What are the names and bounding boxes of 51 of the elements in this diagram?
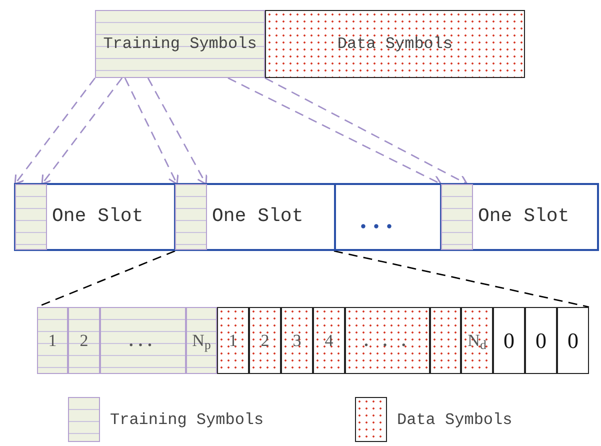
slot-box [440, 183, 599, 251]
training-symbol-block [174, 184, 206, 250]
training-symbol-block [95, 10, 265, 78]
zero-padding-cell [525, 307, 557, 374]
data-symbol-block [265, 10, 525, 78]
training-symbol-block [186, 307, 217, 374]
symbol-index: 3 [292, 332, 302, 349]
symbol-index: ... [128, 332, 158, 349]
block-label: Data Symbols [337, 36, 453, 52]
arrow [124, 78, 179, 185]
arrow [14, 78, 96, 185]
slot-box [334, 183, 442, 251]
training-symbol-block [14, 184, 46, 250]
symbol-index: . . . [364, 332, 411, 349]
slot-box [174, 183, 336, 251]
data-symbol-block [345, 307, 430, 374]
slot-label: One Slot [478, 207, 570, 226]
symbol-index: N$_{d}$ [468, 332, 486, 349]
arrow [147, 78, 208, 185]
slot-box [14, 183, 176, 251]
data-symbol-block [430, 307, 461, 374]
data-symbol-block [281, 307, 313, 374]
symbol-row [37, 307, 589, 374]
block-label: Training Symbols [103, 36, 257, 52]
slot-label: One Slot [212, 207, 304, 226]
data-symbol-block [217, 307, 249, 374]
data-symbol-block [461, 307, 493, 374]
data-symbol-block [249, 307, 281, 374]
zero-padding-cell [557, 307, 589, 374]
zero-padding-cell [493, 307, 525, 374]
training-symbol-block [37, 307, 68, 374]
symbol-index: 0 [504, 330, 514, 352]
arrow [228, 77, 442, 186]
symbol-index: 0 [536, 330, 546, 352]
legend-label: Data Symbols [397, 410, 512, 430]
symbol-index: 1 [48, 332, 57, 349]
symbol-index: 2 [80, 332, 88, 349]
data-symbol-block [313, 307, 345, 374]
training-symbol-block [100, 307, 186, 374]
symbol-index: 2 [260, 332, 270, 349]
training-symbol-block [440, 184, 472, 250]
symbol-index: 1 [228, 332, 238, 349]
symbol-index: 0 [568, 330, 578, 352]
zoom-line [334, 250, 590, 308]
arrow [264, 77, 468, 186]
arrow [41, 78, 123, 185]
slot-label: One Slot [52, 207, 144, 226]
legend-label: Training Symbols [110, 410, 264, 430]
training-symbol-block [68, 307, 100, 374]
ellipsis: ... [360, 207, 399, 233]
symbol-index: 4 [324, 332, 334, 349]
